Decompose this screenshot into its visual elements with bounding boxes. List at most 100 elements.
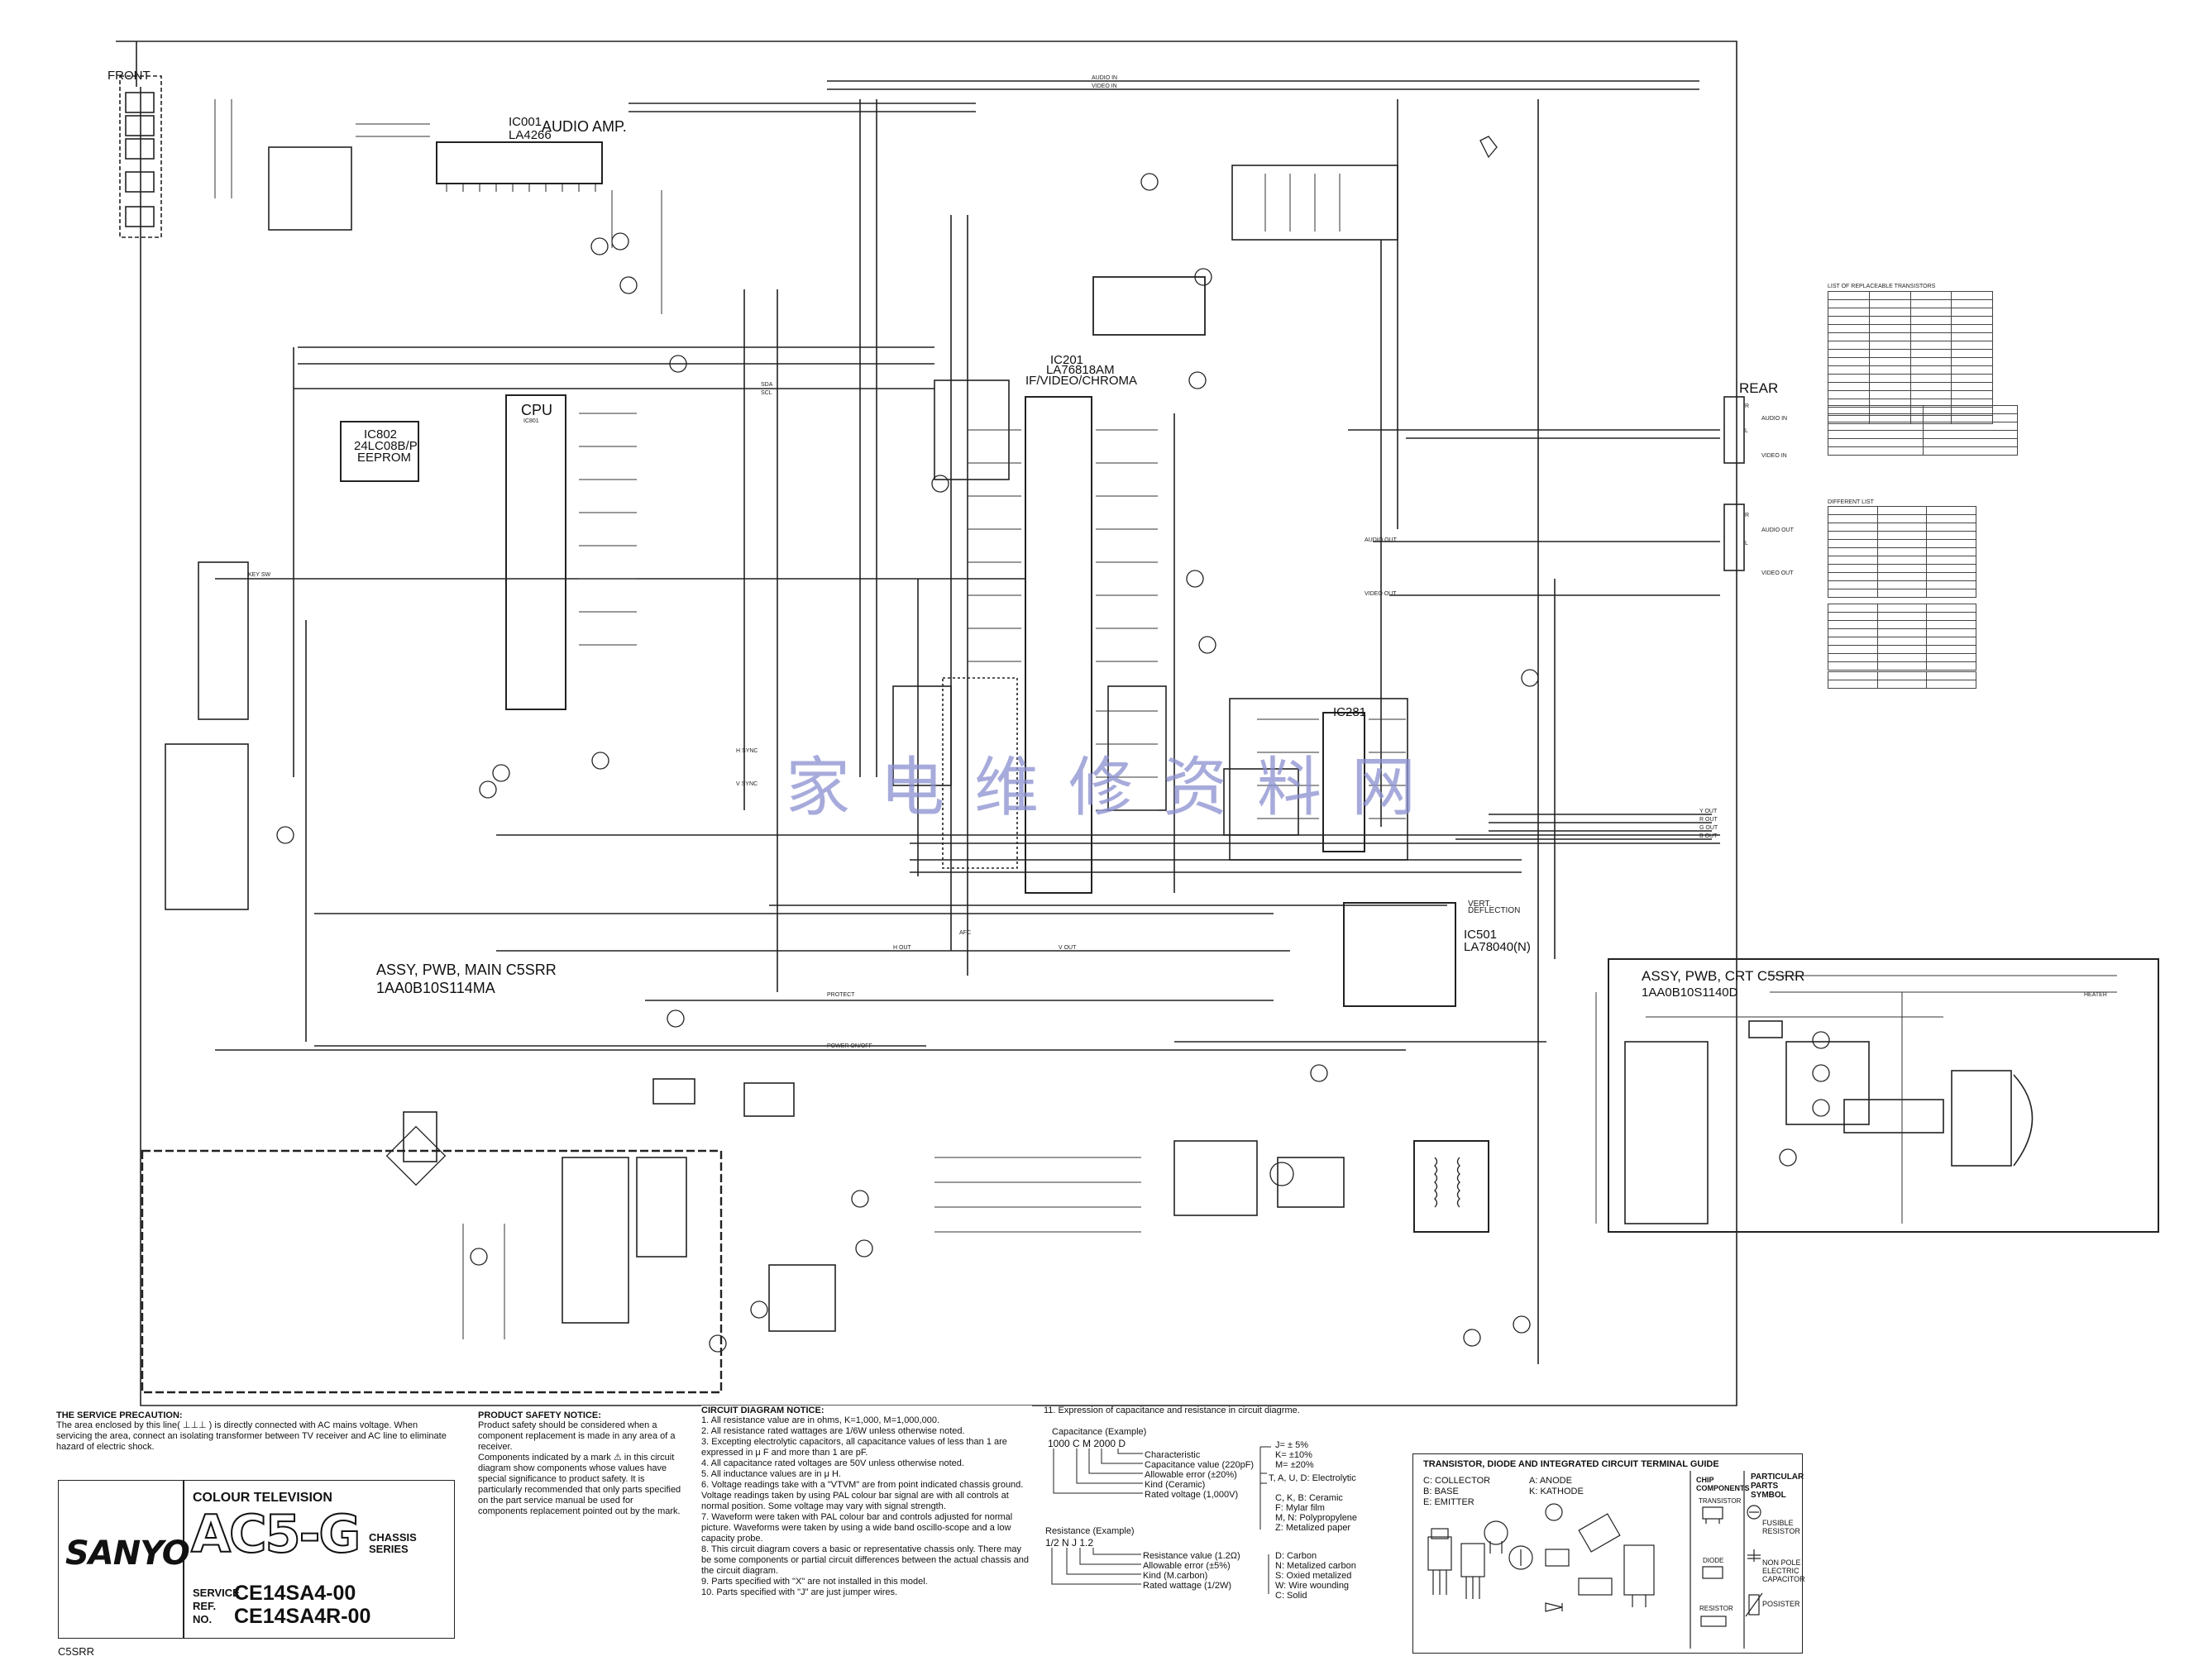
terminal-guide: TRANSISTOR, DIODE AND INTEGRATED CIRCUIT… [1412, 1453, 1805, 1654]
sanyo-logo: SANYO [65, 1534, 190, 1573]
notice-item: 2. All resistance rated wattages are 1/6… [701, 1426, 965, 1436]
precaution-text: The area enclosed by this line( ⊥⊥⊥ ) is… [56, 1420, 447, 1452]
cpu-ref: CPU [521, 402, 553, 418]
cap-res-expression: 11. Expression of capacitance and resist… [1044, 1406, 1408, 1654]
cap-field-0: Characteristic [1145, 1450, 1201, 1460]
kind-4: Z: Metalized paper [1275, 1523, 1351, 1533]
net-g-out: G OUT [1699, 825, 1718, 831]
different-list-table [1828, 506, 1976, 598]
net-h-out: H OUT [893, 945, 911, 951]
different-list-table-3 [1828, 671, 1976, 689]
ic001-part: LA4266 [509, 128, 552, 142]
legend-anode: A: ANODE [1529, 1476, 1572, 1486]
net-audio-out: AUDIO OUT [1365, 537, 1397, 543]
net-r-out: R OUT [1699, 817, 1718, 823]
net-scl: SCL [761, 390, 772, 396]
ic201-func: IF/VIDEO/CHROMA [1025, 374, 1138, 388]
posister-label: POSISTER [1762, 1600, 1800, 1608]
ic001-ref: IC001 [509, 115, 542, 129]
replaceable-transistors-table-2 [1828, 405, 2018, 456]
cap-code: 1000 C M 2000 D [1048, 1438, 1126, 1449]
net-h-sync: H SYNC [736, 748, 758, 754]
notice-item: 9. Parts specified with "X" are not inst… [701, 1577, 928, 1587]
rear-r1: R [1745, 403, 1750, 409]
notice-item: 8. This circuit diagram covers a basic o… [701, 1544, 1030, 1576]
safety-notice: PRODUCT SAFETY NOTICE: Product safety sh… [478, 1410, 685, 1586]
chip-components-label: CHIP COMPONENTS [1696, 1476, 1750, 1492]
rear-video-out: VIDEO OUT [1761, 570, 1794, 576]
chip-transistor-label: TRANSISTOR [1699, 1497, 1742, 1505]
res-kind-4: C: Solid [1275, 1591, 1307, 1601]
ic802-ref: IC802 [364, 427, 398, 441]
notice-item: 4. All capacitance rated voltages are 50… [701, 1458, 964, 1468]
watermark: 家电维修资料网 [786, 751, 1446, 825]
tol-2: M= ±20% [1275, 1460, 1314, 1470]
rear-l1: L [1745, 428, 1748, 434]
capres-intro: 11. Expression of capacitance and resist… [1044, 1406, 1300, 1415]
different-list-table-2 [1828, 604, 1976, 671]
ic201-ref: IC201 [1050, 353, 1084, 367]
model-1: CE14SA4-00 [234, 1582, 356, 1605]
crt-assy-code: 1AA0B10S1140D [1642, 986, 1738, 1000]
rear-audio-in: AUDIO IN [1761, 416, 1788, 422]
ic501-func: VERT. DEFLECTION [1468, 900, 1521, 915]
ic001-func: AUDIO AMP. [542, 118, 627, 135]
circuit-diagram-notice: CIRCUIT DIAGRAM NOTICE: 1. All resistanc… [701, 1406, 1032, 1654]
rear-connector-label: REAR [1739, 380, 1779, 396]
title-block: SANYO COLOUR TELEVISION AC5-G CHASSIS SE… [58, 1480, 455, 1639]
main-assy-title: ASSY, PWB, MAIN C5SRR [376, 962, 557, 978]
net-video-out: VIDEO OUT [1365, 591, 1397, 597]
ic281-ref: IC281 [1333, 705, 1367, 719]
rear-video-in: VIDEO IN [1761, 453, 1787, 459]
net-power: POWER ON/OFF [827, 1043, 872, 1049]
ic802-part: 24LC08B/P [354, 439, 418, 453]
cpu-part: IC801 [523, 418, 539, 424]
legend-emitter: E: EMITTER [1423, 1497, 1474, 1507]
table1-title: LIST OF REPLACEABLE TRANSISTORS [1828, 284, 1936, 289]
res-field-0: Resistance value (1.2Ω) [1143, 1551, 1240, 1561]
chassis-series: CHASSIS SERIES [369, 1531, 417, 1555]
res-kind-1: N: Metalized carbon [1275, 1561, 1356, 1571]
notice-list: 1. All resistance value are in ohms, K=1… [701, 1415, 1032, 1598]
ic201-part: LA76818AM [1046, 363, 1115, 377]
net-afc: AFC [959, 930, 971, 936]
net-protect: PROTECT [827, 992, 855, 998]
res-field-1: Allowable error (±5%) [1143, 1561, 1231, 1571]
tol-1: K= ±10% [1275, 1450, 1312, 1460]
safety-p2: Components indicated by a mark ⚠ in this… [478, 1453, 681, 1516]
kind-3: M, N: Polypropylene [1275, 1513, 1358, 1523]
net-audio-in: AUDIO IN [1092, 75, 1118, 81]
net-v-sync: V SYNC [736, 781, 758, 787]
res-code: 1/2 N J 1.2 [1045, 1537, 1094, 1549]
terminal-package-drawings [1427, 1471, 1763, 1649]
net-video-in: VIDEO IN [1092, 84, 1117, 89]
res-kind-0: D: Carbon [1275, 1551, 1317, 1561]
cap-field-4: Rated voltage (1,000V) [1145, 1490, 1239, 1500]
rear-r2: R [1745, 513, 1750, 518]
net-key-sw: KEY SW [248, 572, 271, 578]
notice-item: 1. All resistance value are in ohms, K=1… [701, 1415, 940, 1425]
capres-leader-lines [1051, 1446, 1271, 1594]
notice-item: 3. Excepting electrolytic capacitors, al… [701, 1437, 1007, 1458]
cap-field-2: Allowable error (±20%) [1145, 1470, 1237, 1480]
legend-collector: C: COLLECTOR [1423, 1476, 1491, 1486]
ic501-part: LA78040(N) [1464, 940, 1531, 954]
res-kind-2: S: Oxied metalized [1275, 1571, 1352, 1581]
service-ref-label: SERVICE REF. NO. [193, 1587, 240, 1625]
kind-1: C, K, B: Ceramic [1275, 1493, 1343, 1503]
precaution-title: THE SERVICE PRECAUTION: [56, 1410, 183, 1420]
net-v-out: V OUT [1059, 945, 1077, 951]
footer-code: C5SRR [58, 1645, 95, 1658]
kind-0: T, A, U, D: Electrolytic [1269, 1473, 1356, 1483]
rear-audio-out: AUDIO OUT [1761, 527, 1794, 533]
kind-2: F: Mylar film [1275, 1503, 1325, 1513]
notice-item: 5. All inductance values are in μ H. [701, 1469, 841, 1479]
fusible-resistor-label: FUSIBLE RESISTOR [1762, 1519, 1800, 1535]
front-connector-label: FRONT [108, 69, 151, 83]
legend-cbe: C: COLLECTOR B: BASE E: EMITTER [1423, 1476, 1490, 1508]
chassis-name: AC5-G [190, 1503, 361, 1565]
ic501-ref: IC501 [1464, 928, 1498, 942]
crt-assy-title: ASSY, PWB, CRT C5SRR [1642, 968, 1805, 984]
safety-p1: Product safety should be considered when… [478, 1420, 676, 1452]
product-type: COLOUR TELEVISION [193, 1491, 332, 1505]
